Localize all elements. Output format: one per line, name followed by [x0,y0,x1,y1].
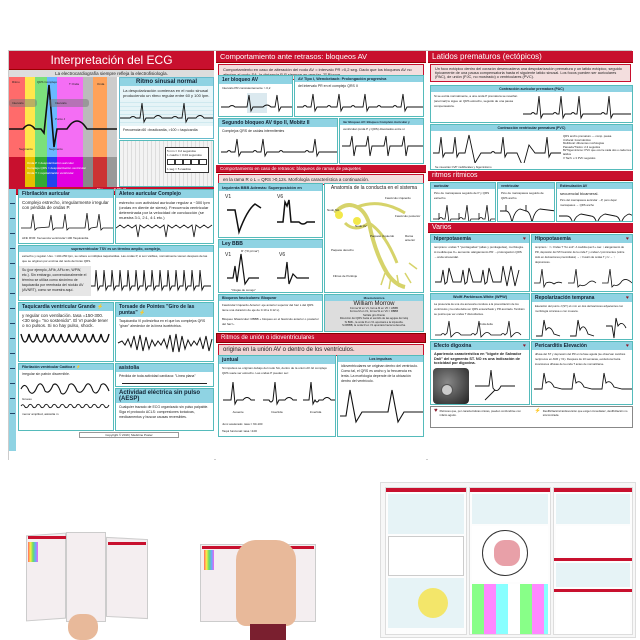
lbbb-box: Izquierda BBB Además: Superposición en V… [218,183,323,238]
hand [68,614,98,640]
atrial-paced-strip [433,204,495,221]
heart-icon: ♥ [626,236,629,242]
pericarditis-box: Pericarditis Elevación♥ difusa del ST y … [531,341,633,405]
atrial-paced-box: auricular Pico de marcapasos seguido de … [430,182,496,222]
pac-strip [523,95,631,120]
wave-notes: Onda P = despolarización auricular Compl… [27,161,86,175]
rbbb-box: Ley BBB V1 V6 R' ("R prima") "Orejas de … [218,239,323,293]
wpw-strip [435,320,522,338]
rhythmic-header: ritmos rítmicos [428,171,633,181]
early-repol-box: Repolarización temprana♥ Elevación del p… [531,293,633,340]
aflutter-strip [116,224,213,238]
copyright: Copyright © 2019 | Medicine Poster [79,432,179,438]
column-ecg-interpretation: Interpretación del ECG La electrocardiog… [9,51,214,461]
hyperkalemia-strip [435,265,520,287]
hypokalemia-box: Hipopotasemia♥ temprano : ↑/↓ Ondas T "K… [531,234,633,292]
photo-unfolded-card [198,540,318,640]
first-degree-box: 1er bloqueo AV Intervalo PR consistentem… [218,75,293,117]
vtach-strip [20,333,110,343]
asystole-box: asistolia Pérdida de toda actividad card… [115,363,214,387]
svt-strip [91,269,211,292]
heart-icon: ♥ [523,343,526,349]
junctional-header: Ritmos de unión o idioventriculares [216,333,426,343]
idioventricular-strip [340,389,423,424]
mnemonic-box: Mnemotécnica William Morrow Forma W en V… [324,294,424,332]
pvc-notes: QRS ancho prematuro — comp. pausa Unifoc… [563,134,632,160]
heart-icon: ♥ [626,343,629,349]
ecg-wave-diagram: Ritmo QRS Complejo T Onda Onda Intervalo… [9,77,117,187]
vfib-coarse-strip [20,383,110,395]
pericarditis-strip [534,372,632,390]
dali-portrait [433,368,469,404]
afib-strip [21,212,113,231]
wenckebach-strip [297,93,423,113]
digoxin-box: Efecto digoxina♥ Apariencia característi… [430,341,530,405]
hypokalemia-strips [534,268,632,289]
junctional-strips [223,381,335,406]
side-ruler [9,189,16,451]
vtach-box: Taquicardia ventricular Grande ⚡ y regul… [18,302,114,362]
fascicular-box: Bloqueos fasciculares: Bloquear Fascicul… [218,294,323,332]
varios-header: Varios [428,223,633,233]
hand [236,540,296,626]
heart-icon: ♥ [523,236,526,242]
afib-box: Fibrilación auricular Complejo estrecho,… [18,189,114,244]
torsades-strip [117,333,213,353]
waveform-section: Ritmo QRS Complejo T Onda Onda Intervalo… [9,77,214,187]
av-paced-strip [559,213,632,221]
wenckebach-box: AV Tipo I, Wenckebach: Prolongación prog… [294,75,424,117]
ecg-poster-front: Interpretación del ECG La electrocardiog… [8,50,633,461]
pvc-box: Contracción ventricular prematura (PVC) … [430,124,633,170]
first-degree-strip [221,93,292,113]
pac-box: Contracción auricular prematura (PAC) Si… [430,85,633,123]
mobitz-ii-box: Segundo bloqueo AV tipo II, Mobitz II Co… [218,118,338,164]
vfib-fine-strip [20,403,110,409]
ventricular-paced-strip [500,205,554,221]
grid-scale-legend: 5 mm = 0.2 segundos 1 cuadro = 0.04 segu… [165,147,209,173]
heart-icon: ♥ [626,295,629,301]
column-av-blocks: Comportamiento ante retrasos: bloqueos A… [216,51,426,461]
bolt-icon: ⚡ [534,408,541,414]
heart-icon: ♥ [434,408,438,414]
hyperkalemia-box: hiperpotasemia♥ temprano: ondas T "punti… [430,234,530,292]
sinus-strip [120,100,213,126]
bolt-icon: ⚡ [139,310,146,316]
poster-subtitle: La electrocardiografía siempre refleja l… [9,70,214,77]
torsades-box: Torsade de Pointes "Giro de las puntas" … [115,302,214,362]
aflutter-box: Aleteo auricular Complejo estrecho con a… [115,189,214,244]
early-repol-strips [536,317,627,339]
wpw-box: Wolff-Parkinson-White (WPW) La presencia… [430,293,530,340]
ventricular-paced-box: ventricular Pico de marcapasos seguido d… [497,182,555,222]
av-paced-box: Estimulación AV secuencial bicameral. Pi… [556,182,633,222]
photo-folded-card [20,530,150,640]
digoxin-strip [475,369,515,401]
poster-title: Interpretación del ECG [9,51,214,70]
third-degree-box: 3er Bloqueo AV: Bloqueo Completo Auricul… [339,118,424,164]
premature-sub: Un foco ectópico dentro del corazón dese… [430,64,631,82]
av-blocks-header: Comportamiento ante retrasos: bloqueos A… [216,51,426,63]
conduction-system-diagram [333,202,418,290]
product-photos [0,470,640,640]
photo-back-side [380,482,636,638]
junctional-box: juntual Si impulsos se originan debajo d… [218,355,336,437]
vfib-box: Fibrilación ventricular Caótica e ⚡ irre… [18,363,114,431]
idioventricular-box: Los impulsos idioventriculares se origin… [337,355,424,437]
conduction-anatomy-box: Anatomía de la conducta en el sistema Fa… [324,183,424,293]
svt-box: supraventricular TSV es un término ampli… [18,245,214,301]
lbbb-waves [227,199,315,235]
grid-scale-box: 5 mm = 0.2 segundos 1 cuadro = 0.04 segu… [119,140,214,187]
legend-box: ♥Patrones que, por características única… [430,406,633,428]
normal-sinus-box: Ritmo sinusal normal La despolarización … [119,77,214,139]
rbbb-waves [227,253,309,286]
pea-box: Actividad eléctrica sin pulso (AESP) Cua… [115,388,214,431]
bundle-header: Comportamiento en caso de retrasos: bloq… [216,165,426,173]
mobitz-ii-strip [221,138,337,158]
column-premature-beats: Latidos prematuros (ectópicos) Un foco e… [428,51,633,461]
bolt-icon: ⚡ [76,365,81,369]
pqrst-waveform [9,84,117,148]
pvc-strip [433,134,561,163]
premature-header: Latidos prematuros (ectópicos) [428,51,633,63]
third-degree-strip [342,135,423,157]
bolt-icon: ⚡ [96,304,104,310]
